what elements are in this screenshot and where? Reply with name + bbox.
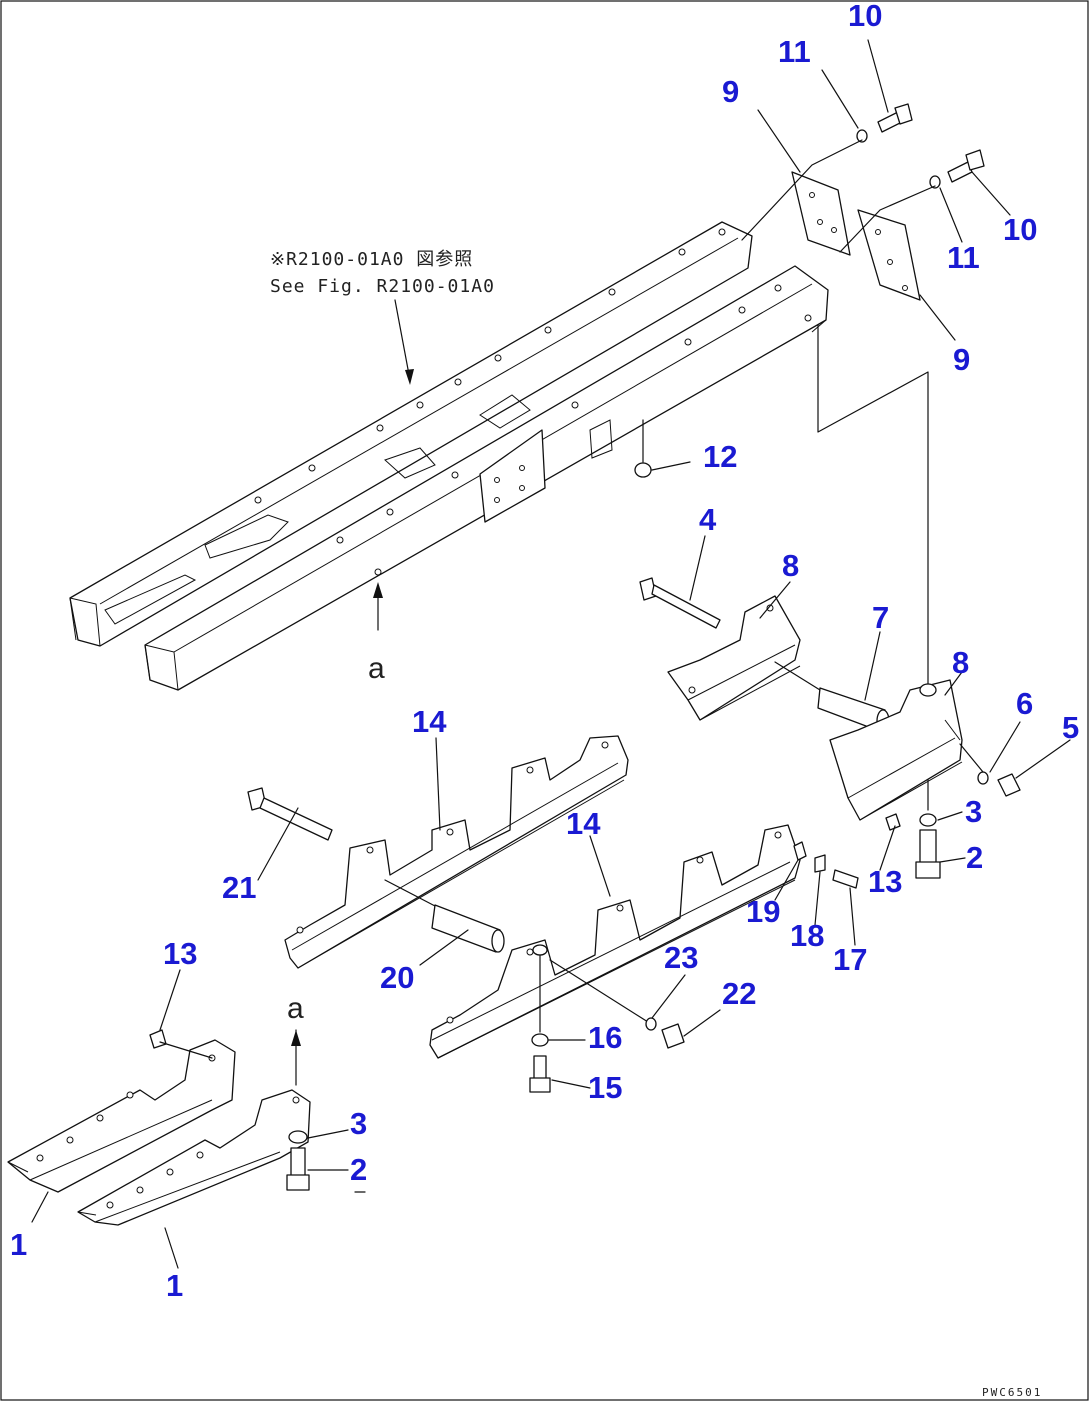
bolt-2-upper bbox=[915, 829, 941, 879]
callout-5: 5 bbox=[1062, 710, 1079, 745]
arrow-up-icon bbox=[373, 582, 383, 598]
callout-11: 11 bbox=[778, 34, 811, 69]
pin-17 bbox=[832, 869, 859, 889]
leader-lines bbox=[31, 39, 1071, 1269]
washer-16 bbox=[531, 1033, 549, 1047]
connection-line bbox=[817, 324, 929, 811]
bracket-1-left bbox=[7, 1039, 236, 1193]
bracket-1-right bbox=[77, 1089, 311, 1226]
view-marker-top: a bbox=[368, 582, 385, 685]
pin-20 bbox=[431, 904, 505, 953]
bolt-13-upper bbox=[885, 813, 901, 831]
bolt-15 bbox=[529, 1055, 551, 1093]
washer-23 bbox=[645, 1017, 657, 1031]
washer-11-upper bbox=[856, 129, 868, 143]
callout-21: 21 bbox=[222, 870, 256, 905]
pin-20-axis bbox=[384, 879, 436, 907]
frame-14-lower bbox=[429, 824, 801, 1059]
callout-19: 19 bbox=[746, 894, 780, 929]
callout-14: 14 bbox=[566, 806, 601, 841]
svg-text:a: a bbox=[287, 992, 304, 1025]
callout-12: 12 bbox=[703, 439, 737, 474]
callout-17: 17 bbox=[833, 942, 867, 977]
callout-16: 16 bbox=[588, 1020, 622, 1055]
clip-18 bbox=[814, 854, 826, 873]
callout-7: 7 bbox=[872, 600, 889, 635]
reference-note: ※R2100-01A0 図参照 See Fig. R2100-01A0 bbox=[270, 249, 495, 385]
reference-arrow-icon bbox=[405, 369, 414, 385]
callout-3: 3 bbox=[965, 794, 982, 829]
callout-6: 6 bbox=[1016, 686, 1033, 721]
leader-9-lower-to-frame bbox=[839, 185, 936, 253]
callout-11: 11 bbox=[947, 240, 980, 275]
washer-6 bbox=[977, 771, 989, 785]
bolt-13-lower bbox=[149, 1029, 167, 1049]
reference-note-jp: ※R2100-01A0 図参照 bbox=[270, 249, 473, 270]
callout-20: 20 bbox=[380, 960, 414, 995]
washer-11-lower bbox=[929, 175, 941, 189]
callout-18: 18 bbox=[790, 918, 824, 953]
callout-3: 3 bbox=[350, 1106, 367, 1141]
bolt-21 bbox=[247, 787, 333, 841]
callout-numbers: 10 11 9 10 11 9 12 4 8 7 8 6 5 3 2 13 14… bbox=[10, 0, 1079, 1303]
nut-5 bbox=[997, 773, 1021, 797]
washer-3-lower bbox=[288, 1130, 308, 1144]
bracket-8-left bbox=[667, 595, 801, 721]
callout-1: 1 bbox=[10, 1227, 27, 1262]
leader-9-upper-to-frame bbox=[741, 139, 863, 241]
callout-14: 14 bbox=[412, 704, 447, 739]
pin-19 bbox=[793, 841, 807, 861]
callout-15: 15 bbox=[588, 1070, 622, 1105]
callout-2: 2 bbox=[966, 840, 983, 875]
callout-9: 9 bbox=[722, 74, 739, 109]
axis-6-5 bbox=[959, 743, 984, 773]
frame-14-upper bbox=[284, 735, 629, 969]
view-marker-bottom: a bbox=[287, 992, 304, 1086]
drawing-code: PWC6501 bbox=[982, 1386, 1042, 1399]
callout-8: 8 bbox=[952, 645, 969, 680]
callout-2: 2 bbox=[350, 1152, 367, 1187]
washer-16-top bbox=[532, 944, 548, 956]
bolt-2-lower bbox=[286, 1147, 310, 1191]
plate-9-upper bbox=[791, 171, 851, 256]
reference-note-en: See Fig. R2100-01A0 bbox=[270, 276, 495, 297]
bracket-8-right bbox=[829, 679, 963, 821]
callout-13: 13 bbox=[163, 936, 197, 971]
pin-7-axis bbox=[774, 661, 821, 691]
main-frame-assembly bbox=[69, 221, 829, 691]
callout-10: 10 bbox=[1003, 212, 1037, 247]
callout-1: 1 bbox=[166, 1268, 183, 1303]
bolt-10-upper bbox=[877, 103, 913, 133]
callout-8: 8 bbox=[782, 548, 799, 583]
washer-3-upper bbox=[919, 813, 937, 827]
bolt-10-lower bbox=[947, 149, 985, 183]
arrow-up-icon-lower bbox=[291, 1030, 301, 1046]
plate-9-lower bbox=[857, 209, 921, 301]
nut-12 bbox=[634, 419, 652, 478]
callout-22: 22 bbox=[722, 976, 756, 1011]
callout-10: 10 bbox=[848, 0, 882, 33]
callout-23: 23 bbox=[664, 940, 698, 975]
nut-22 bbox=[661, 1023, 685, 1049]
callout-4: 4 bbox=[699, 502, 717, 537]
callout-13: 13 bbox=[868, 864, 902, 899]
callout-9: 9 bbox=[953, 342, 970, 377]
svg-text:a: a bbox=[368, 652, 385, 685]
axis-13-lower bbox=[159, 1041, 213, 1059]
bolt-4 bbox=[639, 577, 721, 629]
axis-23-22 bbox=[549, 959, 649, 1023]
